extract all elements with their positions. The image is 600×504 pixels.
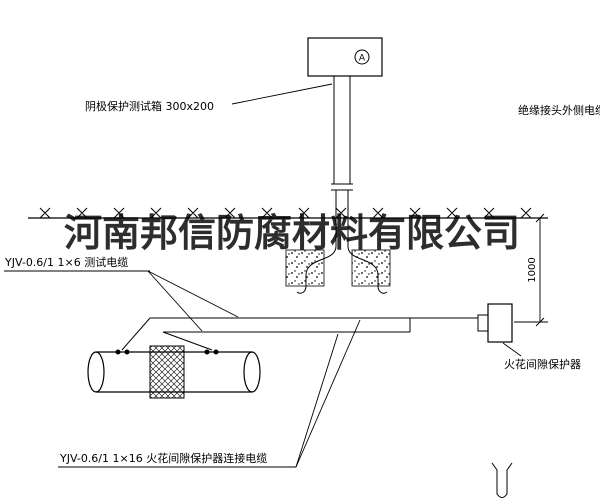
- protector-cable-leaders: [58, 319, 361, 468]
- test-box-leader-line: [231, 83, 333, 105]
- spark-gap-protector: [487, 303, 513, 343]
- test-cable-label: YJV-0.6/1 1×6 测试电缆: [4, 256, 128, 269]
- foundation-block-right: [351, 249, 391, 287]
- buried-cable-left: [296, 245, 337, 294]
- meter-circle-icon: [354, 49, 370, 65]
- detail-symbol: [491, 462, 513, 498]
- protector-cable-label: YJV-0.6/1 1×16 火花间隙保护器连接电缆: [59, 451, 267, 465]
- test-box-label: 阴极保护测试箱 300x200: [85, 99, 214, 113]
- riser-conduit: [331, 76, 353, 246]
- cable-runs: [121, 317, 478, 351]
- test-cable-leaders: [4, 270, 239, 332]
- spark-gap-protector-stem: [477, 314, 489, 332]
- outer-cable-label: 绝缘接头外侧电缆: [518, 103, 600, 117]
- test-box: [307, 37, 383, 77]
- dimension-1000: [514, 213, 548, 327]
- foundation-block-left: [285, 249, 325, 287]
- dimension-1000-text: 1000: [527, 257, 538, 282]
- pipe-terminals: [115, 349, 219, 355]
- spark-gap-label: 火花间隙保护器: [504, 357, 581, 371]
- company-watermark: 河南邦信防腐材料有限公司: [64, 210, 520, 255]
- buried-cable-right: [347, 245, 388, 294]
- meter-symbol: A: [359, 54, 366, 64]
- insulating-joint: [149, 345, 185, 399]
- ground-hatch-marks: [39, 207, 532, 219]
- spark-gap-leader-line: [502, 342, 522, 357]
